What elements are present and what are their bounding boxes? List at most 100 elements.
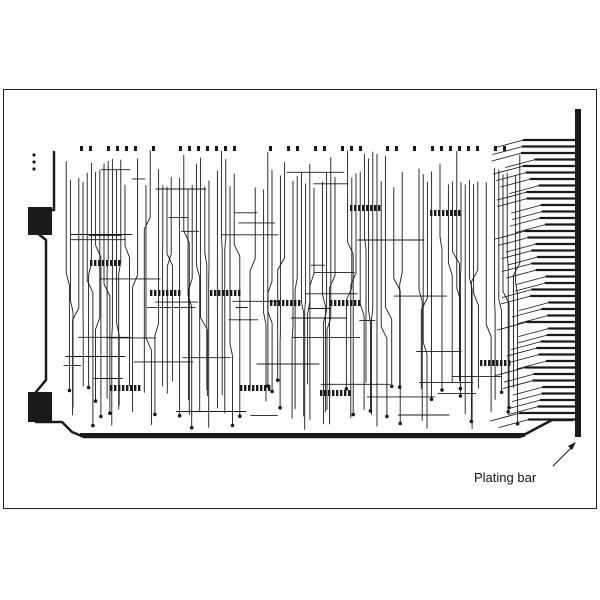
edge-finger-trace	[491, 152, 523, 162]
trace	[307, 163, 311, 385]
top-pad	[116, 146, 119, 151]
ic-pad	[290, 300, 293, 306]
ic-pad	[354, 300, 357, 306]
ic-pad	[378, 205, 381, 211]
top-pad	[287, 146, 290, 151]
trace	[200, 157, 208, 397]
ic-pad	[346, 300, 349, 306]
via	[429, 397, 434, 402]
trace	[263, 189, 267, 402]
trace	[229, 186, 233, 426]
trace	[359, 171, 365, 410]
ic-pad	[328, 390, 331, 396]
ic-pad	[240, 385, 243, 391]
edge-finger-trace	[507, 406, 539, 415]
ic-pad	[446, 210, 449, 216]
edge-finger-trace	[517, 315, 549, 324]
edge-finger-trace	[498, 419, 530, 428]
ic-pad	[500, 360, 503, 366]
via	[351, 412, 356, 417]
ic-pad	[330, 300, 333, 306]
top-pad	[476, 146, 479, 151]
trace	[326, 157, 332, 410]
ic-pad	[130, 385, 133, 391]
trace	[350, 173, 357, 419]
ic-pad	[98, 260, 101, 266]
trace	[380, 181, 388, 417]
via	[458, 394, 463, 398]
ic-pad	[350, 300, 353, 306]
edge-finger-trace	[492, 146, 524, 155]
trace	[224, 158, 227, 414]
top-pad	[314, 146, 317, 151]
trace	[86, 172, 94, 427]
ic-pad	[508, 360, 511, 366]
edge-finger-trace	[509, 185, 541, 194]
trace	[95, 169, 101, 402]
mounting-dot	[32, 153, 36, 157]
edge-finger-trace	[511, 308, 543, 318]
ic-pad	[134, 385, 137, 391]
top-pad	[494, 146, 497, 151]
ic-pad	[282, 300, 285, 306]
ic-pad	[492, 360, 495, 366]
ic-pad	[358, 205, 361, 211]
bottom-bus	[80, 433, 525, 437]
trace-group	[63, 149, 521, 430]
trace	[418, 168, 423, 421]
trace	[329, 176, 336, 425]
ic-pad	[354, 205, 357, 211]
edge-finger-trace	[494, 230, 526, 240]
trace	[65, 161, 70, 391]
ic-pad	[154, 290, 157, 296]
via	[506, 410, 511, 414]
top-pad	[80, 146, 83, 151]
edge-pad-top	[28, 207, 52, 235]
ic-pad	[334, 300, 337, 306]
trace	[473, 184, 479, 389]
via	[368, 409, 373, 413]
ic-pad	[110, 260, 113, 266]
trace	[513, 154, 521, 389]
via	[99, 414, 103, 419]
ic-pad	[430, 210, 433, 216]
ic-pad	[118, 385, 121, 391]
ic-pad	[496, 360, 499, 366]
trace	[371, 151, 374, 415]
trace	[439, 163, 443, 391]
edge-finger-trace	[515, 276, 547, 285]
ic-pad	[278, 300, 281, 306]
trace	[399, 171, 403, 388]
top-pad	[359, 146, 362, 151]
ic-pad	[114, 260, 117, 266]
ic-pad	[336, 390, 339, 396]
via	[230, 423, 235, 428]
trace	[309, 187, 315, 420]
via	[189, 425, 194, 430]
trace	[494, 167, 496, 400]
ic-pad	[342, 300, 345, 306]
ic-pad	[344, 390, 347, 396]
edge-finger-trace	[508, 354, 540, 363]
ic-pad	[170, 290, 173, 296]
edge-finger-trace	[515, 282, 547, 292]
ic-pad	[94, 260, 97, 266]
top-pad	[206, 146, 209, 151]
trace	[363, 153, 367, 383]
ic-pad	[226, 290, 229, 296]
via	[398, 421, 403, 426]
via	[389, 384, 394, 389]
ic-pad	[350, 205, 353, 211]
trace	[300, 172, 305, 417]
trace	[267, 151, 273, 392]
via	[91, 423, 95, 428]
trace	[459, 182, 462, 397]
via	[177, 413, 182, 418]
ic-pad	[248, 385, 251, 391]
edge-finger-trace	[500, 178, 532, 188]
edge-finger-trace	[515, 224, 547, 233]
ic-pad	[450, 210, 453, 216]
ic-pad	[90, 260, 93, 266]
ic-pad	[252, 385, 255, 391]
